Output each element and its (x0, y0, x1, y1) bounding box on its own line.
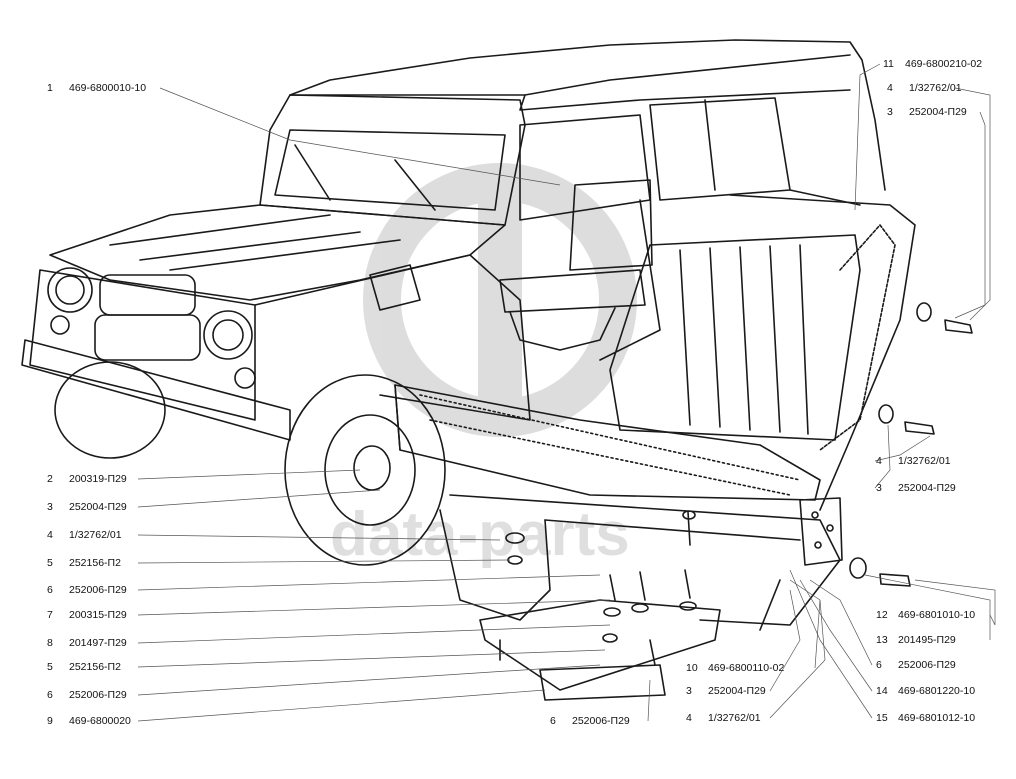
watermark-logo (363, 163, 637, 437)
seat-assembly (394, 194, 973, 701)
watermark-text: data-parts (330, 500, 630, 569)
leader-lines (137, 63, 996, 722)
cab-seat (499, 179, 653, 351)
vehicle-body (21, 39, 886, 566)
